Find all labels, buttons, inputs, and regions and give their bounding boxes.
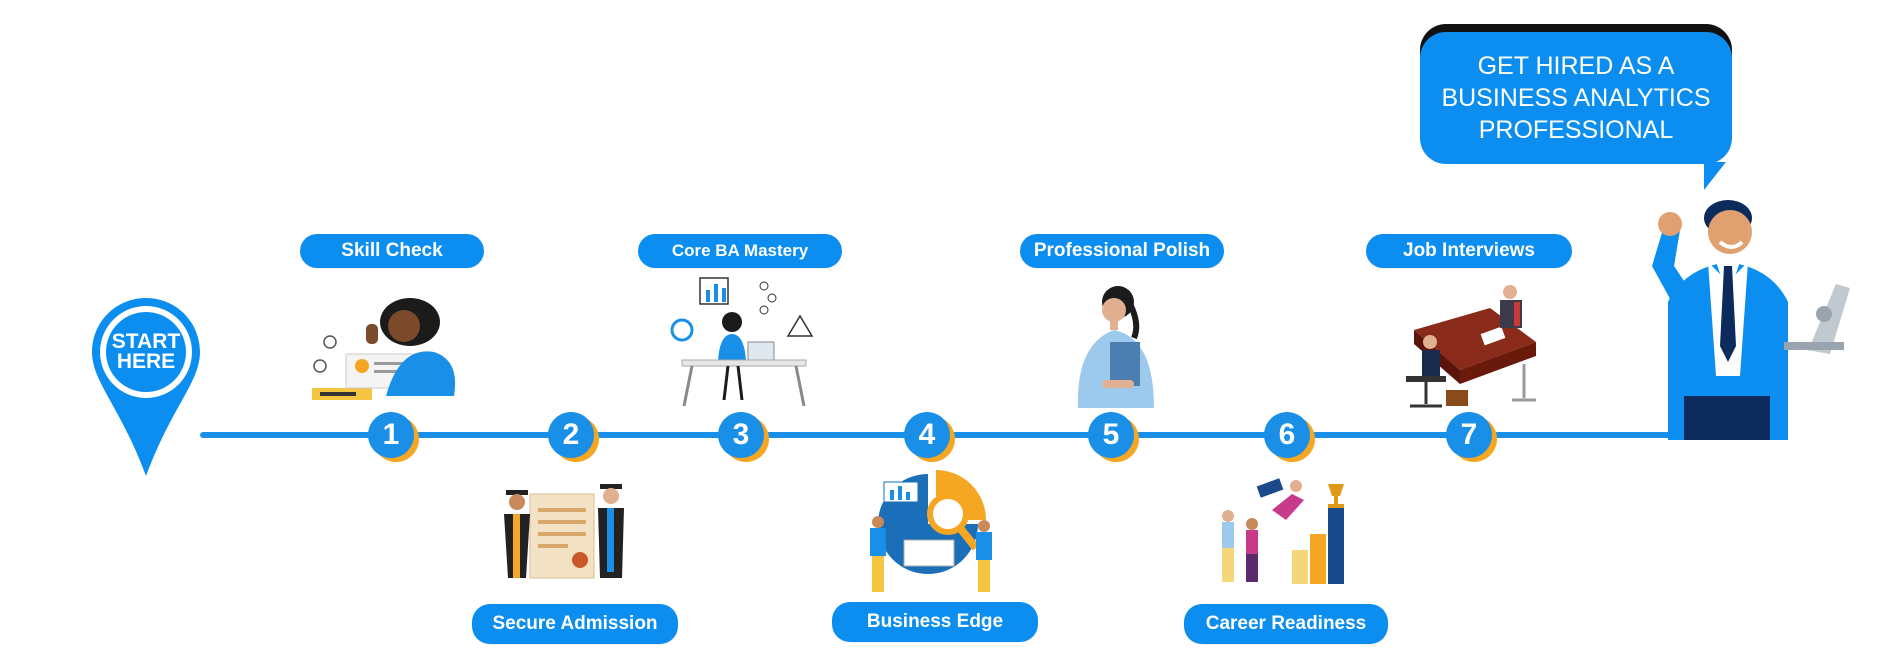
step-3-number: 3 <box>718 412 764 458</box>
goal-line-3: PROFESSIONAL <box>1478 116 1674 144</box>
step-6-number: 6 <box>1264 412 1310 458</box>
step-5-label: Professional Polish <box>1020 234 1224 268</box>
goal-speech-bubble: GET HIRED AS A BUSINESS ANALYTICS PROFES… <box>1420 32 1732 164</box>
start-pin-line1: START <box>111 330 181 353</box>
goal-line-2: BUSINESS ANALYTICS <box>1441 84 1711 112</box>
step-2-label: Secure Admission <box>472 604 678 644</box>
speech-bubble-tail <box>1704 162 1726 190</box>
analysts-with-magnifier-illustration <box>870 470 992 592</box>
step-7-number: 7 <box>1446 412 1492 458</box>
step-3-label: Core BA Mastery <box>638 234 842 268</box>
step-1-label: Skill Check <box>300 234 484 268</box>
step-4-number: 4 <box>904 412 950 458</box>
map-pin-icon <box>92 298 200 476</box>
celebrating-professional-illustration <box>1652 200 1850 440</box>
woman-holding-folder-illustration <box>1077 286 1154 408</box>
interview-at-desk-illustration <box>1406 285 1536 408</box>
graduates-with-diploma-illustration <box>504 484 624 579</box>
start-pin-line2: HERE <box>116 350 176 373</box>
team-climbing-bar-chart-illustration <box>1222 478 1344 584</box>
step-1-number: 1 <box>368 412 414 458</box>
step-7-label: Job Interviews <box>1366 234 1572 268</box>
start-pin: START HERE <box>90 296 202 478</box>
step-5-number: 5 <box>1088 412 1134 458</box>
step-4-label: Business Edge <box>832 602 1038 642</box>
goal-line-1: GET HIRED AS A <box>1477 52 1675 80</box>
timeline-line <box>200 432 1780 438</box>
step-2-number: 2 <box>548 412 594 458</box>
step-6-label: Career Readiness <box>1184 604 1388 644</box>
person-with-certificate-illustration <box>312 298 456 400</box>
person-at-desk-with-charts-illustration <box>670 277 814 407</box>
start-pin-label: START HERE <box>96 330 196 373</box>
